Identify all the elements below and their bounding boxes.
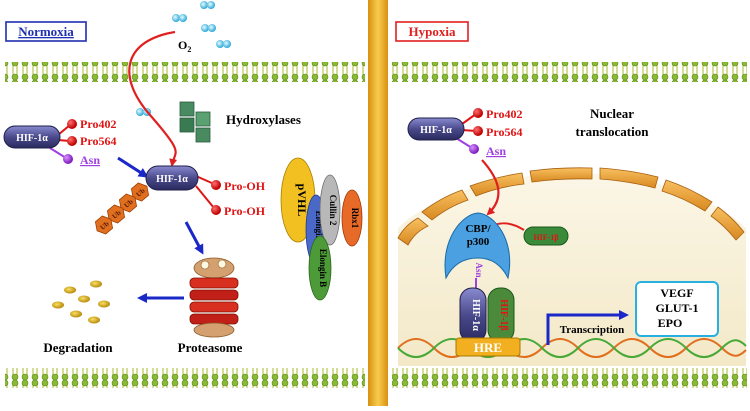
pro-oh-1: Pro-OH <box>224 179 266 193</box>
normoxia-title-box: Normoxia <box>5 21 87 42</box>
vhl-complex: pVHL Elongin C Cullin 2 Rbx1 Elongin B <box>280 157 363 301</box>
transcription-arrow <box>546 310 629 345</box>
o2-arrow <box>128 30 178 167</box>
normoxia-title: Normoxia <box>18 24 74 39</box>
nuclear-envelope <box>397 167 745 246</box>
panel-divider <box>368 0 388 406</box>
hif1a-hydroxylated: HIF-1α <box>145 165 221 215</box>
rbx1-label: Rbx1 <box>350 208 360 229</box>
nuclear-translocation-line2: translocation <box>576 124 650 139</box>
target-gene-epo: EPO <box>658 316 683 330</box>
ubiquitin-chain: Ub Ub Ub Ub <box>94 182 150 235</box>
cullin2-label: Cullin 2 <box>328 195 338 226</box>
pvhl-label: pVHL <box>295 184 309 217</box>
target-gene-glut1: GLUT-1 <box>656 301 699 315</box>
target-gene-vegf: VEGF <box>660 286 693 300</box>
hif1b-dimer-label: HIF-1β <box>498 299 509 330</box>
nuclear-translocation-line1: Nuclear <box>590 106 634 121</box>
transcription-label: Transcription <box>560 324 625 336</box>
cbp-label-line2: p300 <box>467 236 490 248</box>
arrow-to-proteasome <box>184 221 204 255</box>
membrane-normoxia-bottom <box>5 368 365 388</box>
pro564-normoxia: Pro564 <box>80 134 116 148</box>
pro402-normoxia: Pro402 <box>80 117 116 131</box>
hypoxia-title-box: Hypoxia <box>395 21 469 42</box>
o2-label: O2 <box>178 38 191 54</box>
translocation-arrow <box>481 159 500 216</box>
hif1b-free: HIF-1β <box>523 226 569 246</box>
ub-1: Ub <box>135 187 147 199</box>
pro402-hypoxia: Pro402 <box>486 107 522 121</box>
elongin-c-label: Elongin C <box>314 211 324 250</box>
o2-molecules <box>136 1 231 116</box>
proteasome-icon <box>189 257 239 338</box>
pro564-hypoxia: Pro564 <box>486 125 522 139</box>
hypoxia-title: Hypoxia <box>409 24 456 39</box>
asn-normoxia: Asn <box>80 153 100 167</box>
cbp-label-line1: CBP/ <box>465 223 491 235</box>
arrow-hydroxylation <box>117 156 149 178</box>
hydroxylases-icon <box>179 101 211 143</box>
hif1a-normoxia-label: HIF-1α <box>16 133 48 144</box>
hif1a-hydroxylated-label: HIF-1α <box>156 174 188 185</box>
pro-oh-2: Pro-OH <box>224 204 266 218</box>
hif1a-normoxia: HIF-1α <box>3 119 77 164</box>
degradation-fragments <box>52 280 110 324</box>
hif1b-free-label: HIF-1β <box>533 233 558 242</box>
degradation-label: Degradation <box>43 340 113 355</box>
proteasome-label: Proteasome <box>178 340 243 355</box>
asn-hypoxia: Asn <box>486 144 506 158</box>
hre-label: HRE <box>474 340 502 355</box>
hif-dimer: HIF-1α HIF-1β <box>459 287 515 343</box>
hif1a-hypoxia-label: HIF-1α <box>420 125 452 136</box>
hif1a-dimer-label: HIF-1α <box>470 299 481 331</box>
elongin-b-label: Elongin B <box>318 249 328 287</box>
cbp-p300 <box>444 212 511 280</box>
hre-box: HRE <box>455 337 521 357</box>
hydroxylases-label: Hydroxylases <box>226 112 301 127</box>
ub-4: Ub <box>99 220 111 232</box>
membrane-normoxia-top <box>5 62 365 82</box>
membrane-hypoxia-top <box>392 62 747 82</box>
ub-2: Ub <box>123 198 135 210</box>
hif1a-hypoxia: HIF-1α <box>407 108 483 154</box>
target-genes-box: VEGF GLUT-1 EPO <box>635 281 719 337</box>
ub-3: Ub <box>111 209 123 221</box>
asn-bound-label: Asn <box>474 262 484 277</box>
membrane-hypoxia-bottom <box>392 368 747 388</box>
